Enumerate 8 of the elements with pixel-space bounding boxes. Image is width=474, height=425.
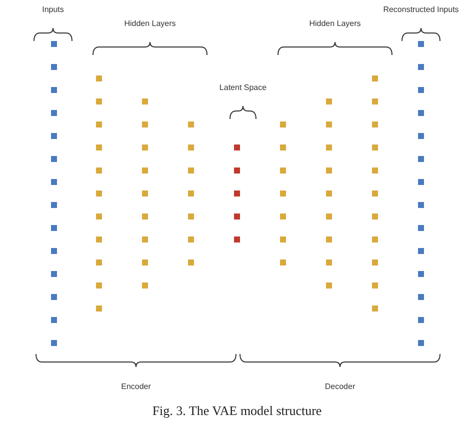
- section-label: Encoder: [121, 382, 151, 391]
- section-label: Decoder: [324, 382, 356, 391]
- section-label: Latent Space: [219, 83, 267, 92]
- section-label: Inputs: [42, 5, 64, 14]
- figure-caption: Fig. 3. The VAE model structure: [152, 403, 322, 419]
- section-label: Hidden Layers: [124, 19, 176, 28]
- section-label: Reconstructed Inputs: [383, 5, 459, 14]
- section-label: Hidden Layers: [309, 19, 361, 28]
